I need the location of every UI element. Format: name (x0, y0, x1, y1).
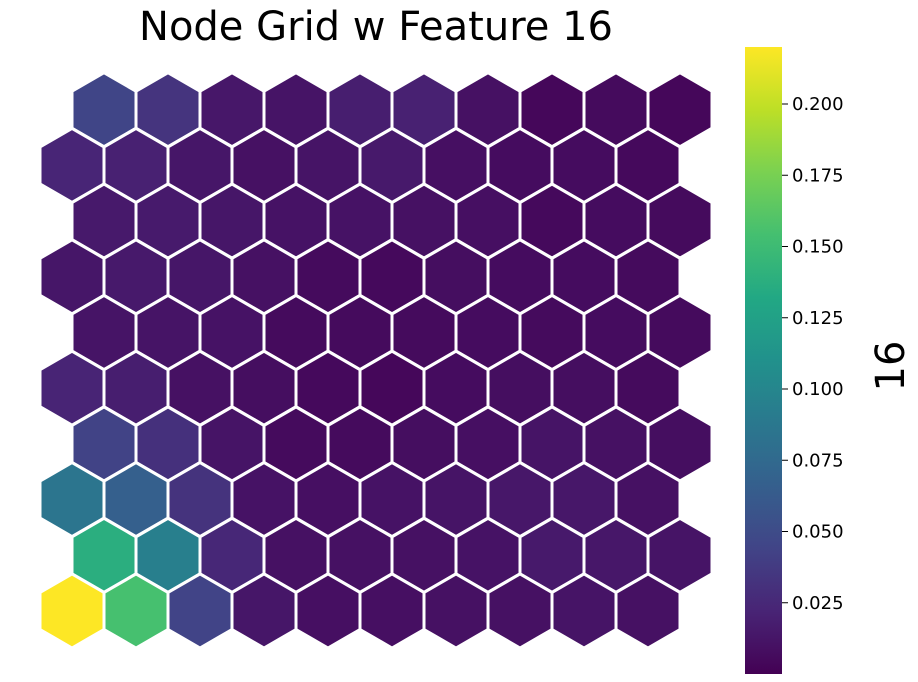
colorbar-tick-label-5: 0.150 (792, 237, 844, 258)
colorbar-gradient (745, 47, 782, 674)
colorbar: 0.025 0.050 0.075 0.100 0.125 0.150 0.175 0.200… (745, 47, 914, 674)
hex-node-r9-c9 (614, 572, 682, 650)
hex-grid (38, 70, 714, 650)
colorbar-label: 16 (868, 341, 914, 392)
colorbar-tick-label-6: 0.175 (792, 165, 844, 186)
colorbar-tick-label-1: 0.050 (792, 522, 844, 543)
colorbar-tick-label-2: 0.075 (792, 450, 844, 471)
colorbar-tick-label-0: 0.025 (792, 593, 844, 614)
chart-title: Node Grid w Feature 16 (139, 4, 613, 50)
colorbar-tick-label-4: 0.125 (792, 308, 844, 329)
colorbar-ticks: 0.025 0.050 0.075 0.100 0.125 0.150 0.175 0.200 (782, 94, 844, 614)
colorbar-tick-label-3: 0.100 (792, 379, 844, 400)
colorbar-tick-label-7: 0.200 (792, 94, 844, 115)
